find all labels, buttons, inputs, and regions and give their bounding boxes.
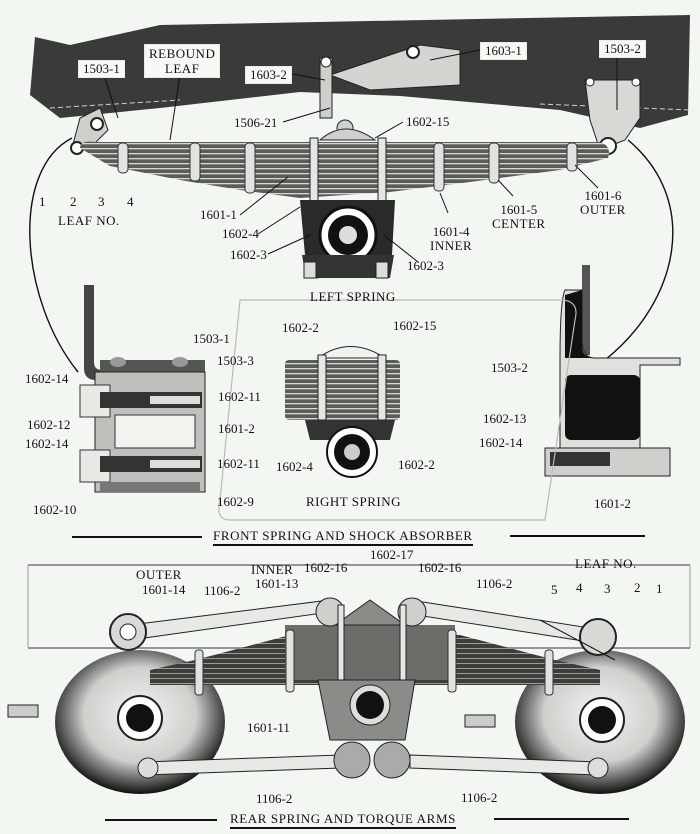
label-outer: OUTER [580, 202, 626, 217]
label-sa-1602-11-top: 1602-11 [218, 389, 261, 404]
label-sa-1601-2: 1601-2 [218, 421, 255, 436]
label-ss-1602-13: 1602-13 [483, 411, 527, 426]
label-ss-1602-14: 1602-14 [479, 435, 523, 450]
label-center: CENTER [492, 216, 546, 231]
label-1601-4-inner: 1601-4 INNER [430, 225, 472, 253]
label-r-1601-14: 1601-14 [142, 582, 186, 597]
rear-leaf-number-5: 5 [551, 582, 558, 597]
label-1601-1: 1601-1 [200, 207, 237, 222]
label-leaf-no: LEAF NO. [58, 213, 120, 228]
label-r-1602-16-left: 1602-16 [304, 560, 348, 575]
connector-arrow-left [29, 137, 79, 373]
caption-right-spring: RIGHT SPRING [306, 494, 401, 509]
shock-absorber-side-view [544, 265, 681, 477]
label-inner: INNER [430, 238, 473, 253]
right-spring-end-view [285, 346, 400, 478]
section-title-front: FRONT SPRING AND SHOCK ABSORBER [213, 528, 473, 546]
section-title-front-text: FRONT SPRING AND SHOCK ABSORBER [213, 528, 473, 546]
label-1602-4: 1602-4 [222, 226, 259, 241]
leaf-number-4: 4 [127, 194, 134, 209]
label-1602-15: 1602-15 [406, 114, 450, 129]
label-sa-1602-14-top: 1602-14 [25, 371, 69, 386]
label-r-1106-2-lower-right: 1106-2 [461, 790, 498, 805]
caption-left-spring: LEFT SPRING [310, 289, 396, 304]
label-sa-1602-12: 1602-12 [27, 417, 71, 432]
label-r-1601-11: 1601-11 [247, 720, 290, 735]
label-sa-1602-10: 1602-10 [33, 502, 77, 517]
label-1506-21: 1506-21 [234, 115, 278, 130]
label-r-1106-2-upper-right: 1106-2 [476, 576, 513, 591]
label-1601-6-outer: 1601-6 OUTER [580, 189, 626, 217]
title-rule-right-rear [494, 818, 629, 820]
label-sa-1602-9: 1602-9 [217, 494, 254, 509]
label-ss-1601-2: 1601-2 [594, 496, 631, 511]
rear-leaf-number-1: 1 [656, 581, 663, 596]
label-1603-1: 1603-1 [480, 42, 527, 60]
label-rebound-leaf: REBOUND LEAF [144, 44, 221, 78]
label-sa-1602-14-bottom: 1602-14 [25, 436, 69, 451]
leaf-number-3: 3 [98, 194, 105, 209]
label-sa-1503-1: 1503-1 [193, 331, 230, 346]
label-r-1602-17: 1602-17 [370, 547, 414, 562]
leaf-number-2: 2 [70, 194, 77, 209]
label-1601-5: 1601-5 [500, 202, 538, 217]
rear-leaf-number-3: 3 [604, 581, 611, 596]
title-rule-right-front [510, 535, 645, 537]
rear-axle-drums [7, 650, 685, 794]
label-r-inner: INNER [251, 562, 294, 577]
rear-spring-leaves [150, 597, 600, 696]
label-rebound-line1: REBOUND [149, 46, 216, 61]
label-1503-2: 1503-2 [599, 40, 646, 58]
label-rs-1602-15: 1602-15 [393, 318, 437, 333]
label-r-1601-13: 1601-13 [255, 576, 299, 591]
rear-leaf-number-2: 2 [634, 580, 641, 595]
shock-arm-1603 [319, 44, 461, 137]
label-1503-1: 1503-1 [78, 60, 125, 78]
label-r-1106-2-lower-left: 1106-2 [256, 791, 293, 806]
left-spring-axle-seat [300, 200, 395, 279]
label-rs-1602-2-bottom: 1602-2 [398, 457, 435, 472]
label-1601-5-center: 1601-5 CENTER [492, 203, 546, 231]
label-sa-1602-11-bottom: 1602-11 [217, 456, 260, 471]
label-r-outer: OUTER [136, 567, 182, 582]
leader-lines [102, 49, 618, 661]
label-r-1602-16-right: 1602-16 [418, 560, 462, 575]
watermark-outline [218, 299, 577, 521]
title-rule-left-rear [105, 819, 217, 821]
label-r-1106-2-upper-left: 1106-2 [204, 583, 241, 598]
rear-differential [317, 679, 416, 779]
label-ss-1503-2: 1503-2 [491, 360, 528, 375]
label-1602-3-left: 1602-3 [230, 247, 267, 262]
label-rebound-line2: LEAF [164, 61, 200, 76]
connector-arrow-right [604, 139, 674, 361]
label-1601-4: 1601-4 [432, 224, 470, 239]
label-1602-3-right: 1602-3 [407, 258, 444, 273]
label-1603-2: 1603-2 [245, 66, 292, 84]
title-rule-left-front [72, 536, 202, 538]
section-title-rear-text: REAR SPRING AND TORQUE ARMS [230, 811, 456, 829]
label-rs-1602-2-top: 1602-2 [282, 320, 319, 335]
label-sa-1503-3: 1503-3 [217, 353, 254, 368]
spring-hanger-1503-1 [70, 107, 109, 155]
leaf-number-1: 1 [39, 194, 46, 209]
shock-absorber-front-view [79, 285, 206, 493]
rear-leaf-number-4: 4 [576, 580, 583, 595]
label-r-leaf-no: LEAF NO. [575, 556, 637, 571]
label-rs-1602-4: 1602-4 [276, 459, 313, 474]
section-title-rear: REAR SPRING AND TORQUE ARMS [230, 811, 456, 829]
label-1601-6: 1601-6 [584, 188, 622, 203]
